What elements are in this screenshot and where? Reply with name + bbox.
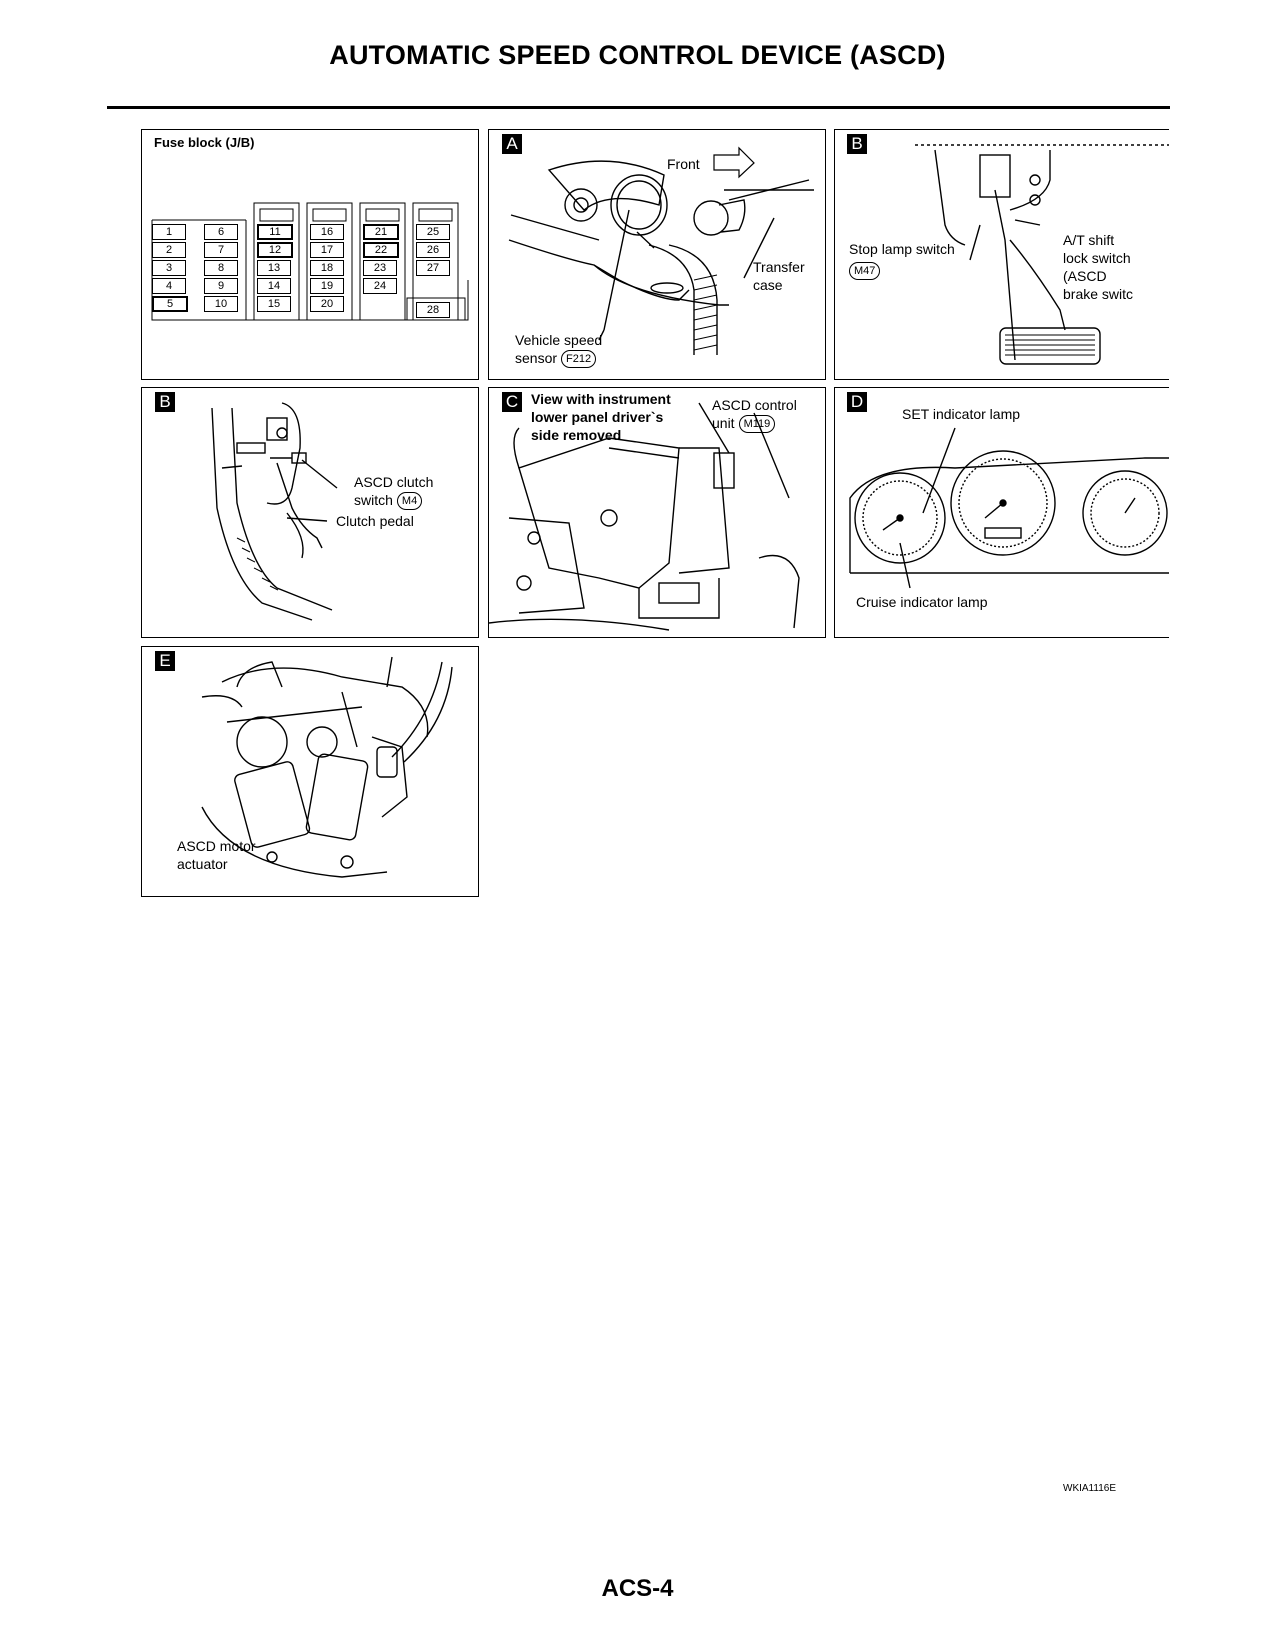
front-label: Front [667, 156, 700, 172]
fuse-block-title: Fuse block (J/B) [154, 135, 255, 150]
sensor-word: sensor [515, 350, 558, 366]
unit-word: unit [712, 415, 735, 431]
fuse-7: 7 [204, 242, 238, 258]
fuse-2: 2 [152, 242, 186, 258]
panel-letter-b-top: B [847, 134, 867, 154]
panel-letter-c: C [502, 392, 522, 412]
fuse-17: 17 [310, 242, 344, 258]
panel-letter-a: A [502, 134, 522, 154]
panel-d-combination-meter: D SET indicator lamp Cruise indicator la… [834, 387, 1169, 638]
fuse-22: 22 [363, 242, 399, 258]
view-note-line-1: View with instrument [531, 391, 671, 407]
view-note-line-3: side removed [531, 427, 622, 443]
connector-f212: F212 [561, 350, 597, 369]
vehicle-speed-sensor-label-1: Vehicle speed [515, 332, 603, 348]
panel-letter-b-clutch: B [155, 392, 175, 412]
ascd-clutch-switch-label-1: ASCD clutch [354, 474, 434, 490]
panel-letter-d: D [847, 392, 867, 412]
fuse-1: 1 [152, 224, 186, 240]
fuse-11: 11 [257, 224, 293, 240]
at-shift-label-4: brake switc [1063, 286, 1134, 302]
transfer-case-label-1: Transfer [753, 259, 805, 275]
clutch-pedal-label: Clutch pedal [336, 513, 414, 529]
transfer-case-label-2: case [753, 277, 783, 293]
fuse-9: 9 [204, 278, 238, 294]
title-rule [107, 106, 1170, 109]
panel-letter-e: E [155, 651, 175, 671]
cruise-indicator-lamp-label: Cruise indicator lamp [856, 594, 988, 610]
stop-lamp-switch-label: Stop lamp switch [849, 241, 955, 257]
fuse-26: 26 [416, 242, 450, 258]
fuse-5: 5 [152, 296, 188, 312]
fuse-14: 14 [257, 278, 291, 294]
switch-word: switch [354, 492, 393, 508]
clutch-pedal-drawing [211, 402, 338, 621]
ascd-control-unit-label-1: ASCD control [712, 397, 797, 413]
fuse-28: 28 [416, 302, 450, 318]
fuse-20: 20 [310, 296, 344, 312]
panel-a-vehicle-speed-sensor: A Front Transfer case Vehicle speed sens… [488, 129, 826, 380]
control-unit-drawing [489, 402, 800, 631]
figure-code: WKIA1116E [1063, 1483, 1116, 1494]
fuse-3: 3 [152, 260, 186, 276]
panel-c-ascd-control-unit: C View with instrument lower panel drive… [488, 387, 826, 638]
fuse-10: 10 [204, 296, 238, 312]
fuse-24: 24 [363, 278, 397, 294]
fuse-25: 25 [416, 224, 450, 240]
fuse-19: 19 [310, 278, 344, 294]
set-indicator-lamp-label: SET indicator lamp [902, 406, 1021, 422]
connector-m4: M4 [396, 492, 423, 511]
fuse-6: 6 [204, 224, 238, 240]
fuse-18: 18 [310, 260, 344, 276]
panel-e-ascd-motor-actuator: E ASCD motor actuator [141, 646, 479, 897]
vehicle-speed-sensor-drawing [508, 146, 814, 355]
ascd-motor-actuator-label-1: ASCD motor [177, 838, 256, 854]
connector-m119: M119 [738, 415, 776, 434]
fuse-13: 13 [257, 260, 291, 276]
panel-b-stop-lamp-switch: B Stop lamp switch M47 A/T shift lock sw… [834, 129, 1169, 380]
ascd-motor-actuator-label-2: actuator [177, 856, 228, 872]
fuse-27: 27 [416, 260, 450, 276]
connector-m47: M47 [849, 262, 881, 281]
motor-actuator-drawing [201, 656, 453, 878]
fuse-23: 23 [363, 260, 397, 276]
fuse-12: 12 [257, 242, 293, 258]
at-shift-label-2: lock switch [1063, 250, 1131, 266]
at-shift-label-3: (ASCD [1063, 268, 1107, 284]
fuse-8: 8 [204, 260, 238, 276]
brake-pedal-drawing [915, 144, 1169, 365]
combination-meter-drawing [849, 427, 1169, 589]
fuse-16: 16 [310, 224, 344, 240]
page-title: AUTOMATIC SPEED CONTROL DEVICE (ASCD) [329, 40, 946, 70]
fuse-21: 21 [363, 224, 399, 240]
fuse-15: 15 [257, 296, 291, 312]
fuse-4: 4 [152, 278, 186, 294]
view-note-line-2: lower panel driver`s [531, 409, 664, 425]
page-number: ACS-4 [601, 1575, 674, 1602]
at-shift-label-1: A/T shift [1063, 232, 1115, 248]
stop-lamp-connector-line: M47 [845, 261, 881, 281]
fuse-block-drawing [151, 202, 469, 321]
